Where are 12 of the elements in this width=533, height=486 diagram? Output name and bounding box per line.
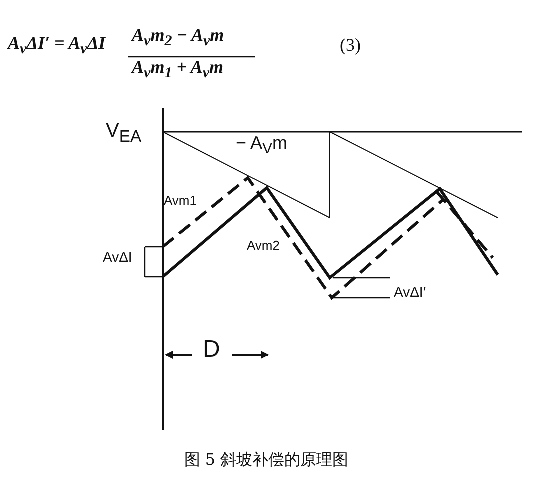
formula-text: A$_{v}$ΔI′ = A$_{v}$ΔI — [8, 34, 106, 58]
equation-number: (3) — [340, 36, 361, 54]
caption: 图 5 斜坡补偿的原理图 — [184, 450, 349, 469]
voltage-label: V$_{EA}$ — [106, 121, 142, 146]
dimension-label: D — [203, 338, 220, 362]
slope-label: − A$_{V}$m — [236, 134, 288, 157]
slope-label: Avm1 — [164, 194, 197, 207]
dimension-label: AvΔI — [103, 250, 132, 264]
denominator: A$_{v}$m$_{1}$ + A$_{v}$m — [132, 58, 224, 82]
numerator: A$_{v}$m$_{2}$ − A$_{v}$m — [132, 26, 224, 50]
dimension-label: AvΔI′ — [394, 285, 426, 299]
slope-label: Avm2 — [247, 239, 280, 252]
